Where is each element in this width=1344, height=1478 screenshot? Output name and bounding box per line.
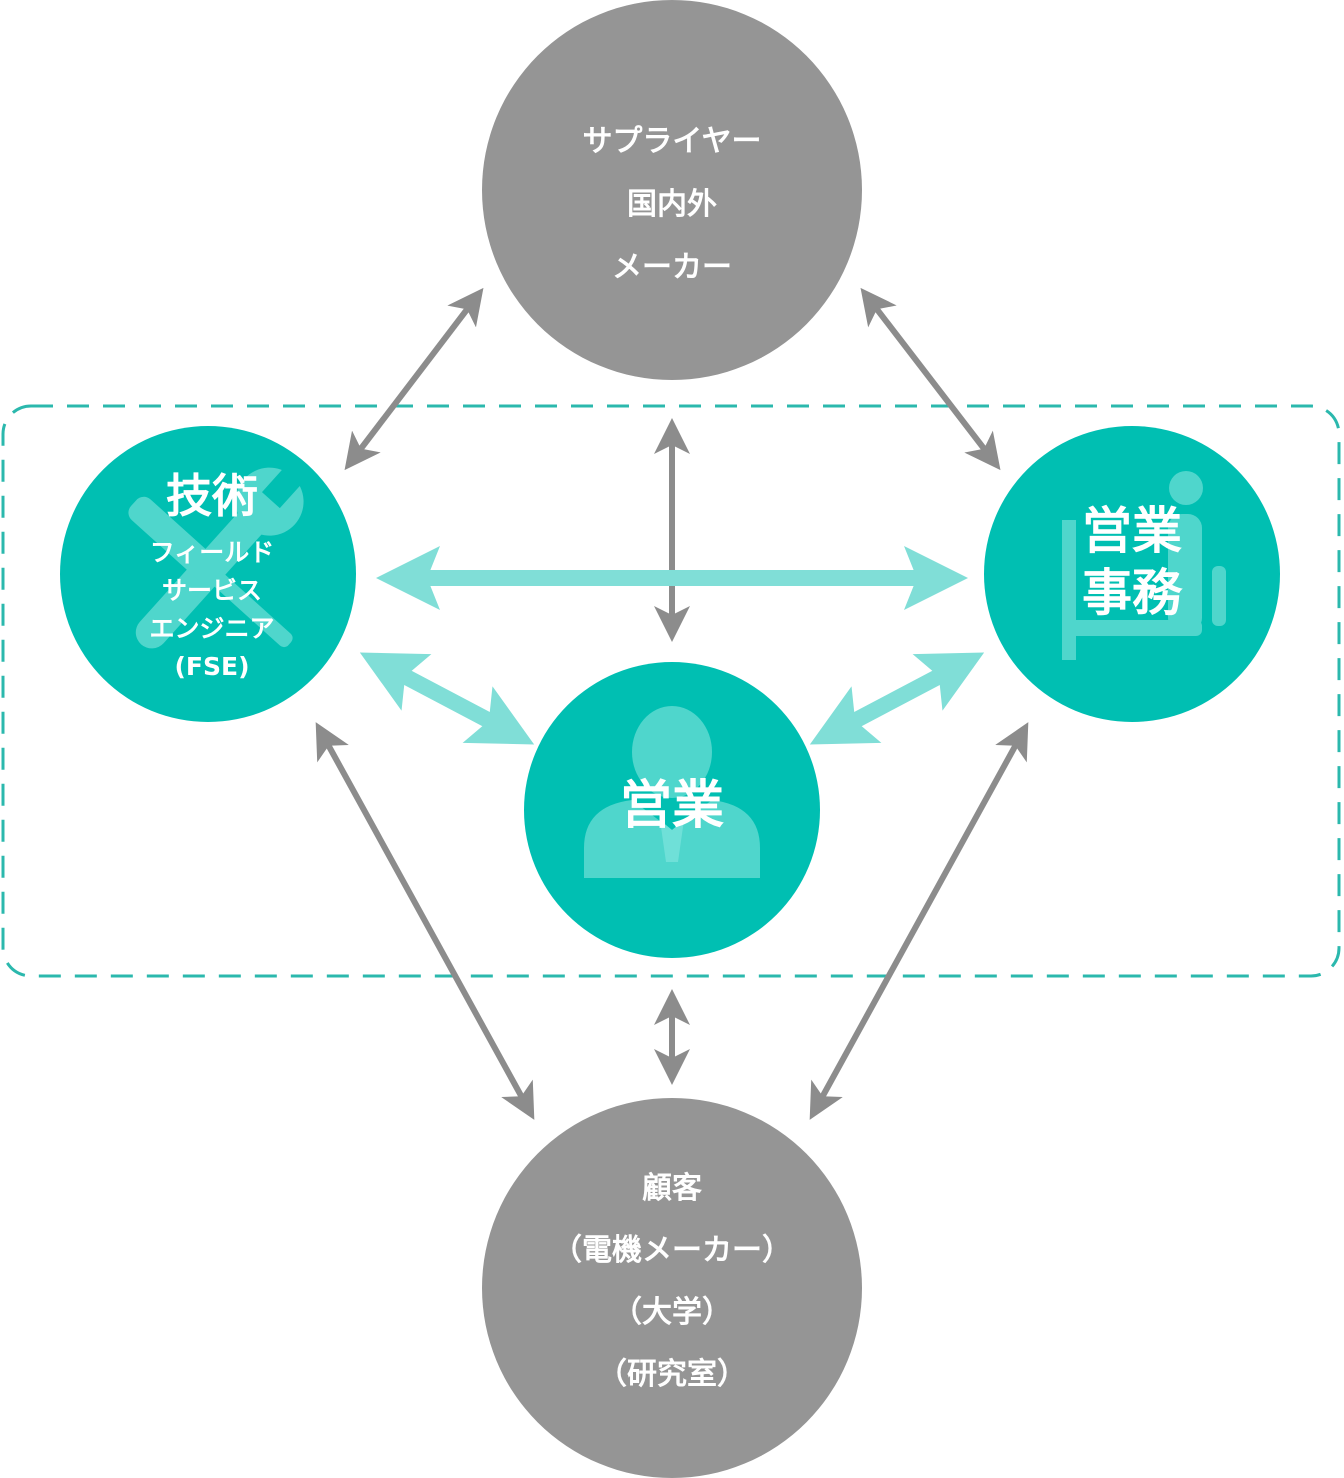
- tech-line: サービス: [161, 576, 262, 605]
- sales-office-node: [984, 426, 1280, 722]
- arrow-supplier-tech: [344, 287, 484, 471]
- arrow-tech-customer: [315, 722, 535, 1120]
- customer-line: 顧客: [642, 1171, 702, 1206]
- arrow-office-sales: [809, 652, 985, 745]
- office-worker-icon: [1062, 471, 1226, 660]
- customer-label: 顧客 （電機メーカー） （大学） （研究室）: [482, 1158, 862, 1406]
- team-boundary: [1, 404, 1341, 978]
- supplier-line: メーカー: [612, 250, 732, 285]
- sales-office-label: 営業 事務: [984, 500, 1280, 624]
- supplier-line: 国内外: [627, 187, 717, 222]
- arrow-supplier-office: [860, 287, 1001, 471]
- tech-title: 技術: [166, 469, 258, 523]
- tech-line: フィールド: [149, 538, 275, 567]
- supplier-line: サプライヤー: [582, 124, 762, 159]
- sales-node: [524, 662, 820, 958]
- tools-icon: [128, 457, 311, 649]
- tech-line: エンジニア: [149, 614, 275, 643]
- arrow-office-customer: [809, 722, 1029, 1120]
- sales-office-line: 事務: [1082, 564, 1182, 622]
- customer-line: （電機メーカー）: [552, 1233, 792, 1268]
- arrow-tech-sales: [359, 652, 535, 745]
- customer-line: （大学）: [612, 1295, 732, 1330]
- tech-line: (FSE): [174, 652, 250, 681]
- customer-line: （研究室）: [597, 1357, 747, 1392]
- supplier-node: [482, 0, 862, 380]
- sales-office-line: 営業: [1082, 502, 1182, 560]
- sales-label: 営業: [619, 776, 724, 836]
- customer-node: [482, 1098, 862, 1478]
- person-icon: [584, 706, 760, 878]
- supplier-label: サプライヤー 国内外 メーカー: [482, 110, 862, 299]
- tech-subtitle: フィールド サービス エンジニア (FSE): [62, 534, 362, 686]
